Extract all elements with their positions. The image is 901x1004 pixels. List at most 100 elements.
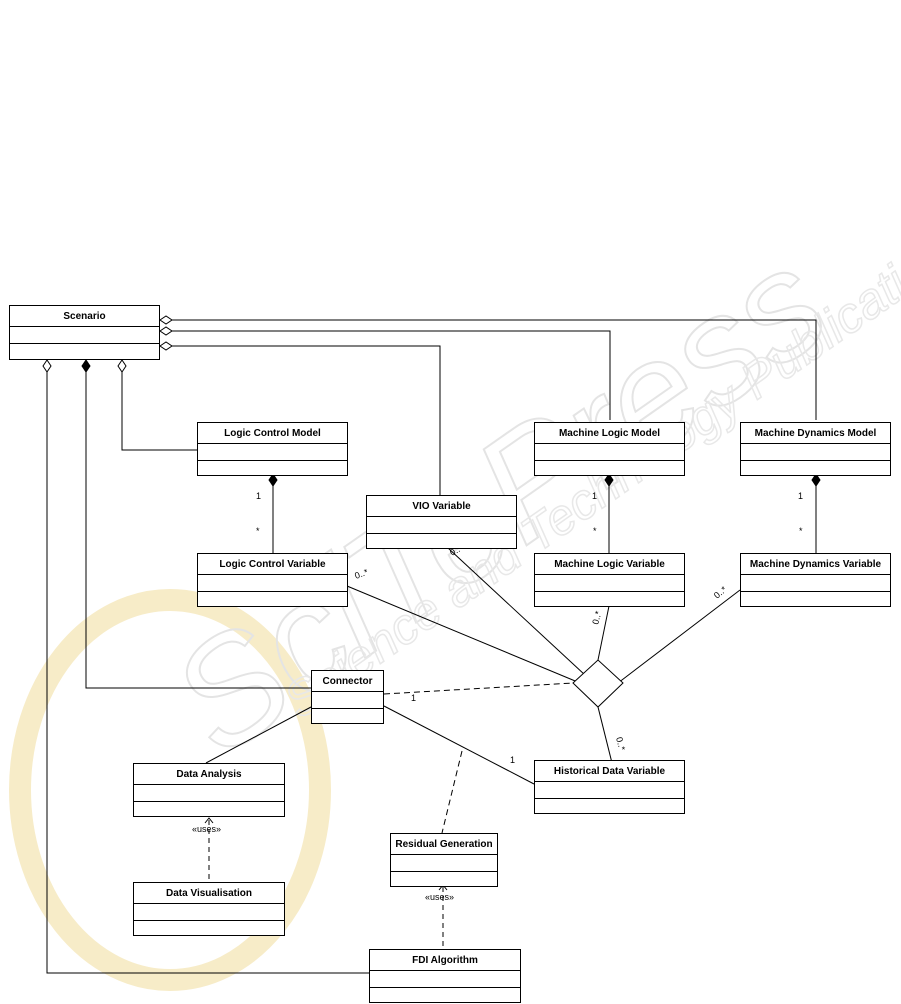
class-name: Machine Dynamics Model: [741, 423, 890, 444]
link-residual-assoc: [441, 750, 463, 834]
link-scenario-fdi-algorithm: [46, 372, 369, 974]
watermark-logo: [9, 589, 331, 991]
class-attributes: [391, 855, 497, 872]
class-operations: [391, 872, 497, 888]
class-attributes: [535, 444, 684, 461]
composition-diamond: [604, 473, 614, 487]
class-vio-variable[interactable]: VIO Variable: [366, 495, 517, 549]
aggregation-diamond: [117, 359, 127, 373]
class-name: Machine Logic Model: [535, 423, 684, 444]
class-data-analysis[interactable]: Data Analysis: [133, 763, 285, 817]
class-operations: [535, 592, 684, 608]
link-mlv-assoc: [597, 605, 610, 661]
class-attributes: [312, 692, 383, 709]
link-connector-historical: [383, 705, 535, 785]
link-scenario-logic-control-model: [121, 372, 197, 451]
mult-connector-one: 1: [411, 693, 416, 703]
class-name: Connector: [312, 671, 383, 692]
class-logic-control-variable[interactable]: Logic Control Variable: [197, 553, 348, 607]
class-attributes: [198, 444, 347, 461]
link-connector-data-analysis: [205, 706, 312, 764]
aggregation-diamond: [42, 359, 52, 373]
class-name: Data Visualisation: [134, 883, 284, 904]
uses-label-visualisation: «uses»: [192, 824, 221, 834]
link-hdv-assoc: [597, 706, 613, 764]
class-name: Scenario: [10, 306, 159, 327]
mult-lcv-many: *: [256, 526, 260, 536]
mult-mdv-zero-many: 0..*: [712, 584, 729, 601]
class-operations: [741, 592, 890, 608]
mult-mlv-many: *: [593, 526, 597, 536]
class-name: Logic Control Model: [198, 423, 347, 444]
aggregation-diamond: [159, 315, 173, 325]
uses-label-fdi: «uses»: [425, 892, 454, 902]
class-attributes: [134, 904, 284, 921]
class-attributes: [134, 785, 284, 802]
mult-mdv-many: *: [799, 526, 803, 536]
class-machine-logic-model[interactable]: Machine Logic Model: [534, 422, 685, 476]
class-attributes: [535, 575, 684, 592]
mult-mdm-one: 1: [798, 491, 803, 501]
class-machine-logic-variable[interactable]: Machine Logic Variable: [534, 553, 685, 607]
class-attributes: [198, 575, 347, 592]
link-mdv-assoc: [617, 589, 741, 684]
class-operations: [367, 534, 516, 550]
class-attributes: [741, 444, 890, 461]
mult-mlm-one: 1: [592, 491, 597, 501]
class-name: Data Analysis: [134, 764, 284, 785]
class-name: Historical Data Variable: [535, 761, 684, 782]
class-attributes: [535, 782, 684, 799]
aggregation-diamond: [159, 326, 173, 336]
class-machine-dynamics-variable[interactable]: Machine Dynamics Variable: [740, 553, 891, 607]
composition-diamond: [268, 473, 278, 487]
class-operations: [312, 709, 383, 725]
class-historical-data-variable[interactable]: Historical Data Variable: [534, 760, 685, 814]
class-name: Residual Generation: [391, 834, 497, 855]
class-operations: [535, 461, 684, 477]
mult-lcm-one: 1: [256, 491, 261, 501]
class-name: Logic Control Variable: [198, 554, 347, 575]
link-vio-assoc: [447, 547, 586, 676]
class-connector[interactable]: Connector: [311, 670, 384, 724]
link-scenario-vio-variable: [172, 345, 441, 495]
class-attributes: [10, 327, 159, 344]
composition-diamond: [81, 359, 91, 373]
class-residual-generation[interactable]: Residual Generation: [390, 833, 498, 887]
link-connector-assoc: [383, 682, 574, 695]
class-operations: [370, 988, 520, 1004]
class-logic-control-model[interactable]: Logic Control Model: [197, 422, 348, 476]
class-operations: [198, 592, 347, 608]
class-name: VIO Variable: [367, 496, 516, 517]
link-scenario-connector: [85, 372, 311, 689]
class-name: Machine Logic Variable: [535, 554, 684, 575]
class-data-visualisation[interactable]: Data Visualisation: [133, 882, 285, 936]
association-diamond: [572, 659, 624, 708]
mult-mlv-zero-many: 0..*: [590, 609, 603, 625]
class-operations: [741, 461, 890, 477]
mult-lcv-zero-many: 0..*: [353, 567, 370, 581]
class-attributes: [370, 971, 520, 988]
link-lcv-assoc: [346, 585, 581, 684]
class-operations: [535, 799, 684, 815]
uses-arrowhead: [204, 817, 214, 824]
link-scenario-machine-dynamics-model: [172, 319, 817, 420]
class-fdi-algorithm[interactable]: FDI Algorithm: [369, 949, 521, 1003]
class-name: Machine Dynamics Variable: [741, 554, 890, 575]
class-operations: [198, 461, 347, 477]
class-operations: [10, 344, 159, 361]
class-attributes: [367, 517, 516, 534]
class-attributes: [741, 575, 890, 592]
class-operations: [134, 802, 284, 818]
mult-historical-one: 1: [510, 755, 515, 765]
mult-hdv-zero-many: 0..*: [614, 736, 627, 752]
link-scenario-machine-logic-model: [172, 330, 611, 420]
class-scenario[interactable]: Scenario: [9, 305, 160, 360]
composition-diamond: [811, 473, 821, 487]
class-name: FDI Algorithm: [370, 950, 520, 971]
class-operations: [134, 921, 284, 937]
aggregation-diamond: [159, 341, 173, 351]
class-machine-dynamics-model[interactable]: Machine Dynamics Model: [740, 422, 891, 476]
